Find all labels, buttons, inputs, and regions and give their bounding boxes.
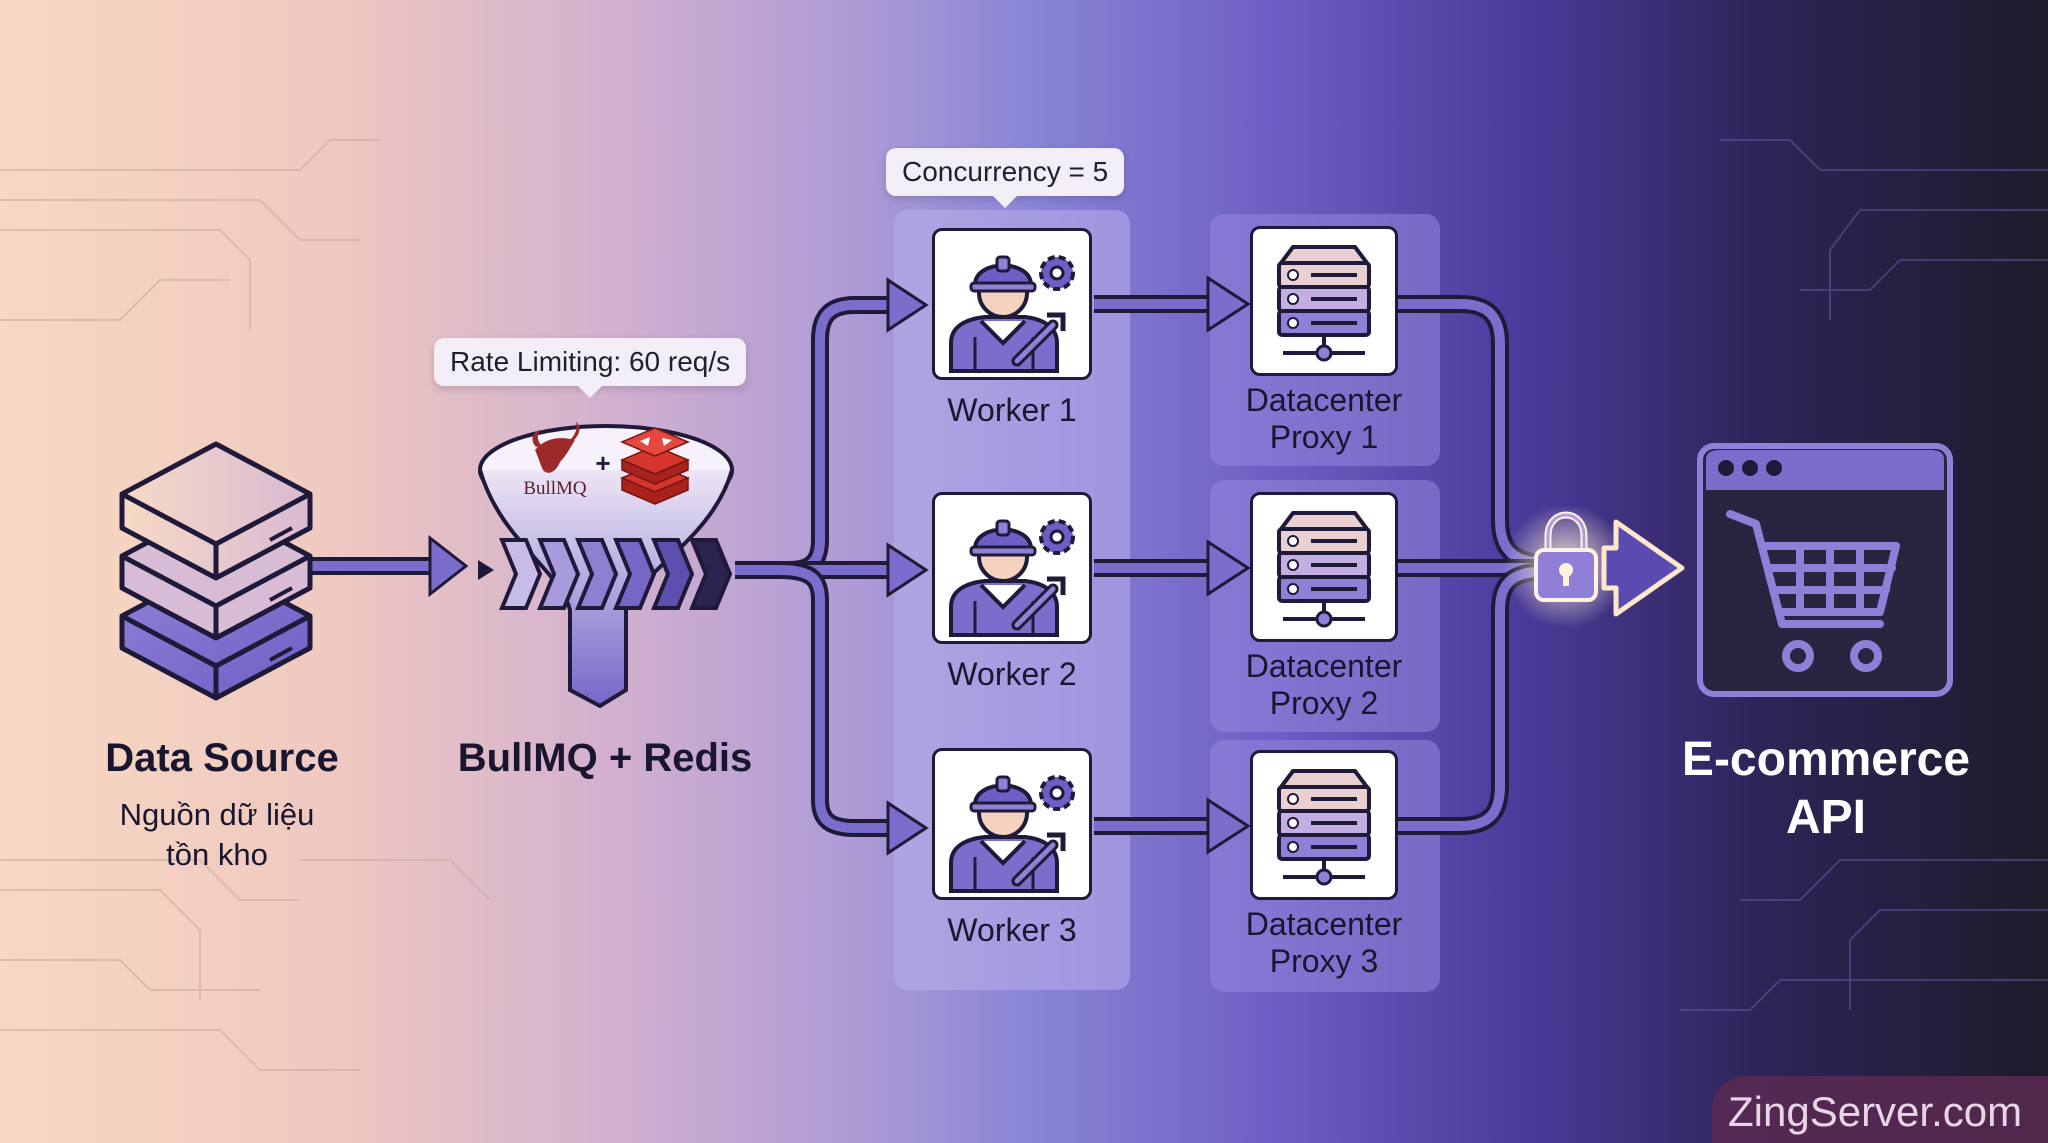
circuit-decoration-right <box>1680 139 2048 1011</box>
worker-label-2: Worker 2 <box>947 656 1077 692</box>
worker-label-1: Worker 1 <box>947 392 1077 428</box>
proxy-card-1 <box>1250 226 1398 376</box>
queue-title: BullMQ + Redis <box>457 736 753 780</box>
data-source-title: Data Source <box>105 736 339 780</box>
shopping-cart-icon <box>1726 510 1900 672</box>
proxy-label-1-line2: Proxy 1 <box>1269 419 1379 455</box>
arrow-to-api <box>1601 519 1685 617</box>
server-icon <box>1277 769 1371 886</box>
worker-icon <box>949 519 1075 637</box>
data-source-subtitle-line1: Nguồn dữ liệu <box>119 797 315 832</box>
proxy-label-3-line2: Proxy 3 <box>1269 943 1379 979</box>
proxy-card-2 <box>1250 492 1398 642</box>
server-icon <box>1277 511 1371 628</box>
arrow-source-to-queue <box>301 534 469 598</box>
database-stack-icon <box>119 441 313 701</box>
api-title-line2: API <box>1785 791 1866 844</box>
worker-icon <box>949 775 1075 893</box>
server-icon <box>1277 245 1371 362</box>
bullmq-logo-text: BullMQ <box>523 478 587 499</box>
arrows-workers-to-proxies <box>1094 275 1251 855</box>
circuit-decoration-left <box>0 139 491 1071</box>
proxy-label-2-line2: Proxy 2 <box>1269 685 1379 721</box>
watermark-badge <box>1712 1076 2048 1143</box>
redis-logo-icon <box>620 427 690 505</box>
proxy-label-1-line1: Datacenter <box>1245 382 1403 418</box>
lock-icon <box>1504 504 1628 628</box>
data-source-subtitle-line2: tồn kho <box>166 837 268 872</box>
worker-label-3: Worker 3 <box>947 912 1077 948</box>
api-title-line1: E-commerce <box>1681 733 1971 786</box>
proxy-card-3 <box>1250 750 1398 900</box>
worker-card-3 <box>932 748 1092 900</box>
branch-queue-to-workers <box>735 277 929 856</box>
proxy-label-3-line1: Datacenter <box>1245 906 1403 942</box>
worker-card-2 <box>932 492 1092 644</box>
rate-limit-bubble: Rate Limiting: 60 req/s <box>434 338 747 398</box>
worker-card-1 <box>932 228 1092 380</box>
plus-sign: + <box>595 448 611 478</box>
watermark-text: ZingServer.com <box>1728 1088 2023 1135</box>
worker-icon <box>949 255 1075 373</box>
concurrency-bubble: Concurrency = 5 <box>886 148 1125 208</box>
bull-logo-icon <box>532 422 580 473</box>
proxy-label-2-line1: Datacenter <box>1245 648 1403 684</box>
funnel-queue-icon <box>478 422 734 709</box>
